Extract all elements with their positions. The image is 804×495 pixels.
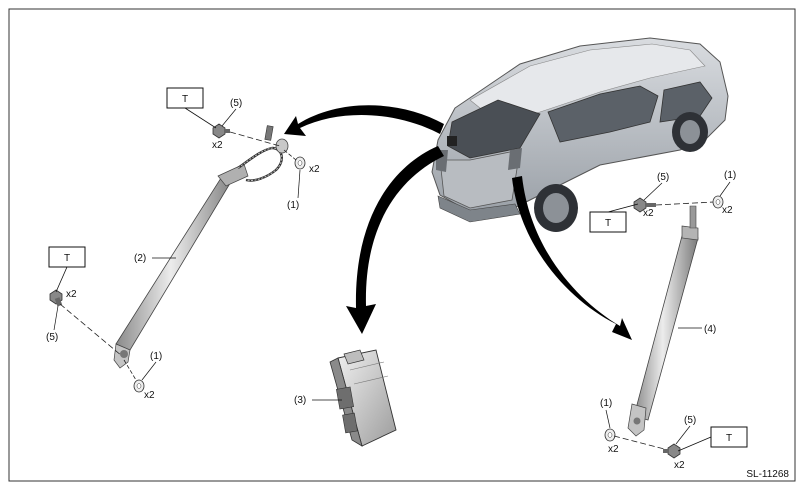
- quantity-label: x2: [674, 460, 685, 471]
- figure-frame: [8, 8, 796, 482]
- quantity-label: x2: [212, 140, 223, 151]
- callout-washer: (1): [287, 200, 299, 211]
- callout-bolt: (5): [46, 332, 58, 343]
- quantity-label: x2: [309, 164, 320, 175]
- callout-washer: (1): [150, 351, 162, 362]
- arrow-to-right-strut: [512, 176, 632, 340]
- left-strut-upper-bolt: [212, 123, 230, 139]
- right-strut-upper-washer: [712, 195, 724, 209]
- left-strut-upper-washer: [294, 156, 306, 170]
- left-gas-strut: [113, 125, 289, 369]
- arrow-to-control-unit: [346, 146, 444, 334]
- control-unit: [329, 349, 397, 447]
- quantity-label: x2: [722, 205, 733, 216]
- torque-label: T: [726, 433, 732, 444]
- torque-label: T: [182, 94, 188, 105]
- callout-bolt: (5): [657, 172, 669, 183]
- right-strut-lower-bolt: [663, 443, 681, 459]
- callout-bolt: (5): [230, 98, 242, 109]
- callout-washer: (1): [724, 170, 736, 181]
- callout-strut-right: (4): [704, 324, 716, 335]
- quantity-label: x2: [66, 289, 77, 300]
- torque-label: T: [605, 218, 611, 229]
- callout-washer: (1): [600, 398, 612, 409]
- torque-label: T: [64, 253, 70, 264]
- right-gas-strut: [627, 205, 699, 437]
- quantity-label: x2: [643, 208, 654, 219]
- right-strut-lower-washer: [604, 428, 616, 442]
- callout-strut-left: (2): [134, 253, 146, 264]
- callout-bolt: (5): [684, 415, 696, 426]
- quantity-label: x2: [608, 444, 619, 455]
- vehicle-rear-view: [431, 37, 729, 232]
- arrow-to-left-strut: [284, 105, 444, 136]
- left-strut-lower-washer: [133, 379, 145, 393]
- figure-code: SL-11268: [746, 469, 789, 480]
- right-strut-upper-bolt: [633, 197, 656, 213]
- quantity-label: x2: [144, 390, 155, 401]
- callout-control-unit: (3): [294, 395, 306, 406]
